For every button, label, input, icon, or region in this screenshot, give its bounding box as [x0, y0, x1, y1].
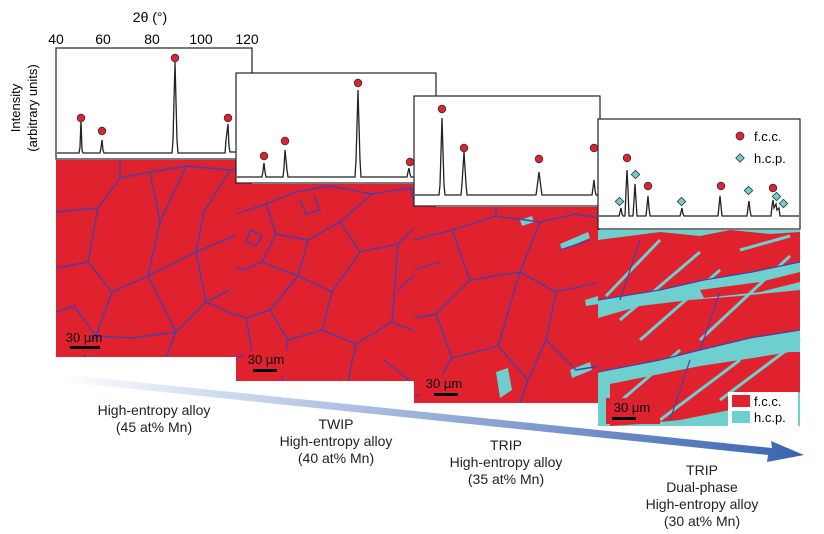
axis-tick-label: 80	[144, 31, 160, 47]
hcp-legend-marker	[735, 153, 745, 163]
caption-line: (30 at% Mn)	[663, 513, 741, 529]
fcc-peak-marker	[437, 104, 447, 114]
hcp-peak-marker	[614, 196, 625, 207]
caption-line: High-entropy alloy	[645, 496, 759, 512]
scale-bar	[434, 393, 458, 396]
caption-line: High-entropy alloy	[97, 402, 211, 418]
progression-arrow	[56, 374, 804, 462]
caption-45mn: High-entropy alloy (45 at% Mn)	[70, 402, 238, 436]
fcc-map-legend-label: f.c.c.	[754, 394, 781, 409]
xrd-trace-30mn	[599, 169, 799, 217]
boundaries-30mn	[597, 239, 801, 421]
fcc-peak-marker	[223, 113, 233, 123]
hcp-peak-marker	[743, 185, 754, 196]
fcc-peak-marker	[768, 183, 778, 193]
caption-30mn: TRIP Dual-phase High-entropy alloy (30 a…	[618, 462, 786, 530]
hcp-peak-marker	[676, 196, 687, 207]
caption-line: High-entropy alloy	[449, 454, 563, 470]
fcc-peak-marker	[589, 143, 599, 153]
hcp-peak-marker	[630, 169, 641, 180]
scale-bar-label: 30 µm	[614, 400, 650, 415]
xrd-legend: f.c.c. h.c.p.	[735, 129, 786, 166]
intensity-label: Intensity (arbitrary units)	[8, 64, 40, 151]
fcc-peak-marker	[622, 153, 632, 163]
panel-40mn: 30 µm	[235, 72, 437, 382]
fcc-peak-marker	[534, 154, 544, 164]
xrd-trace-40mn	[237, 89, 435, 178]
ylabel-line1: Intensity	[8, 83, 23, 132]
fcc-legend-label: f.c.c.	[754, 129, 781, 144]
caption-line: (40 at% Mn)	[297, 450, 375, 466]
caption-line: TRIP	[686, 462, 718, 478]
scale-bar-label: 30 µm	[248, 352, 284, 367]
xrd-plot-40mn	[235, 72, 437, 184]
fcc-peak-marker	[97, 126, 107, 136]
scale-bar-label: 30 µm	[426, 376, 462, 391]
hcp-regions-35mn	[496, 216, 598, 398]
fcc-peak-marker	[76, 113, 86, 123]
hcp-legend-label: h.c.p.	[754, 151, 786, 166]
fcc-peak-marker	[280, 136, 290, 146]
xrd-trace-35mn	[415, 117, 599, 196]
axis-title: 2θ (°)	[133, 9, 167, 25]
fcc-peak-marker	[459, 143, 469, 153]
map-legend: f.c.c. h.c.p.	[728, 392, 798, 426]
caption-line: (35 at% Mn)	[467, 471, 545, 487]
scale-bar	[253, 369, 277, 372]
fcc-legend-swatch	[732, 395, 750, 407]
xrd-trace-45mn	[57, 61, 251, 154]
caption-line: (45 at% Mn)	[115, 419, 193, 435]
panel-30mn: f.c.c. h.c.p.	[597, 118, 801, 426]
grain-boundaries-35mn	[413, 207, 601, 404]
ebsd-map-40mn	[236, 184, 436, 381]
axis-tick-label: 40	[48, 31, 64, 47]
fcc-peak-marker	[716, 181, 726, 191]
hcp-peak-marker	[771, 191, 782, 202]
caption-line: TRIP	[490, 437, 522, 453]
fcc-legend-marker	[735, 131, 745, 141]
axis-tick-label: 120	[235, 31, 259, 47]
hcp-map-legend-label: h.c.p.	[754, 410, 786, 425]
fcc-peak-marker	[405, 157, 415, 167]
fcc-peak-marker	[170, 53, 180, 63]
axis-tick-label: 100	[189, 31, 213, 47]
xrd-plot-45mn	[55, 47, 253, 160]
panel-35mn: 30 µm	[413, 95, 601, 404]
caption-35mn: TRIP High-entropy alloy (35 at% Mn)	[422, 437, 590, 488]
caption-line: TWIP	[318, 416, 354, 432]
fcc-peak-marker	[259, 151, 269, 161]
scale-bar	[612, 417, 636, 420]
ylabel-line2: (arbitrary units)	[25, 64, 40, 151]
fcc-peak-marker	[643, 181, 653, 191]
hcp-peak-marker	[778, 198, 789, 209]
scale-bar-label: 30 µm	[66, 330, 102, 345]
caption-line: High-entropy alloy	[279, 433, 393, 449]
caption-line: Dual-phase	[666, 479, 738, 495]
xrd-plot-35mn	[413, 95, 601, 207]
caption-40mn: TWIP High-entropy alloy (40 at% Mn)	[252, 416, 420, 467]
panel-45mn: 30 µm	[55, 47, 253, 358]
fcc-peak-marker	[353, 78, 363, 88]
two-theta-axis: 2θ (°) 40 60 80 100 120	[48, 9, 259, 54]
hcp-legend-swatch	[732, 411, 750, 423]
axis-tick-label: 60	[95, 31, 111, 47]
scale-bar	[70, 346, 100, 349]
